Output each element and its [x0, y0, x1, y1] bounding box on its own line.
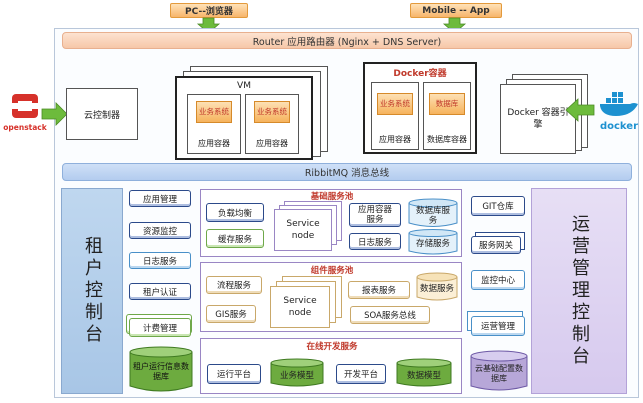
- gis-service[interactable]: GIS服务: [206, 305, 256, 323]
- vm-container-label-a: 应用容器: [198, 138, 230, 148]
- app-container-service[interactable]: 应用容器服务: [349, 203, 401, 227]
- vm-app-container-a: 业务系统 应用容器: [187, 94, 241, 154]
- db-service-label: 数据库服务: [415, 206, 450, 226]
- vm-app-container-b: 业务系统 应用容器: [245, 94, 299, 154]
- run-platform[interactable]: 运行平台: [207, 364, 261, 384]
- tenant-db-cylinder-icon: [129, 346, 193, 392]
- docker-db-box: 数据库: [429, 93, 465, 115]
- storage-cylinder-icon: [408, 229, 458, 255]
- storage-service-label: 存储服务: [415, 238, 450, 249]
- vm-biz-system-a: 业务系统: [196, 101, 232, 123]
- docker-whale-icon: [600, 92, 638, 116]
- dev-platform[interactable]: 开发平台: [336, 364, 386, 384]
- mobile-app-label: Mobile -- App: [410, 3, 502, 18]
- openstack-arrow: [41, 102, 68, 126]
- storage-service[interactable]: 存储服务: [408, 229, 458, 255]
- base-pool-title: 基础服务池: [310, 192, 354, 202]
- ops-console-title: 运营管理控制台: [569, 214, 590, 368]
- service-gateway[interactable]: 服务网关: [471, 236, 521, 254]
- tenant-runtime-db: 租户运行信息数据库: [129, 346, 193, 392]
- data-model[interactable]: 数据模型: [396, 358, 452, 388]
- docker-app-container-label: 应用容器: [379, 134, 411, 144]
- docker-app-container: 业务系统 应用容器: [371, 82, 419, 150]
- log-service[interactable]: 日志服务: [349, 233, 401, 250]
- docker-container-group: Docker容器 业务系统 应用容器 数据库 数据库容器: [363, 62, 477, 154]
- cloud-config-db: 云基础配置数据库: [470, 350, 528, 392]
- data-model-cylinder-icon: [396, 358, 452, 387]
- soa-service-bus[interactable]: SOA服务总线: [350, 306, 430, 324]
- vm-title: VM: [237, 81, 251, 91]
- docker-logo: docker: [596, 92, 642, 132]
- docker-group-title: Docker容器: [393, 68, 447, 79]
- tenant-console-title: 租户控制台: [82, 236, 103, 346]
- component-pool-title: 组件服务池: [310, 266, 354, 276]
- data-model-label: 数据模型: [406, 371, 441, 381]
- load-balancer-service[interactable]: 负载均衡: [206, 203, 264, 222]
- tenant-db-label: 租户运行信息数据库: [133, 362, 189, 381]
- tenant-item-tenant-auth[interactable]: 租户认证: [129, 283, 191, 300]
- openstack-text: openstack: [3, 123, 47, 132]
- cloud-controller: 云控制器: [66, 88, 138, 140]
- ops-console-panel: 运营管理控制台: [531, 188, 627, 394]
- monitor-center[interactable]: 监控中心: [471, 270, 525, 290]
- git-repository[interactable]: GIT仓库: [471, 196, 525, 216]
- cache-service[interactable]: 缓存服务: [206, 229, 264, 248]
- db-service[interactable]: 数据库服务: [408, 198, 458, 228]
- tenant-console-panel: 租户控制台: [61, 188, 123, 394]
- vm-box: VM 业务系统 应用容器 业务系统 应用容器: [175, 76, 313, 160]
- vm-biz-system-b: 业务系统: [254, 101, 290, 123]
- tenant-item-log-service[interactable]: 日志服务: [129, 252, 191, 269]
- cloud-config-db-cylinder-icon: [470, 350, 528, 391]
- docker-biz-system: 业务系统: [377, 93, 413, 115]
- biz-model-cylinder-icon: [270, 358, 324, 387]
- online-dev-title: 在线开发服务: [306, 342, 358, 352]
- component-service-node[interactable]: Service node: [270, 286, 330, 328]
- report-service[interactable]: 报表服务: [348, 281, 410, 299]
- docker-arrow: [565, 98, 595, 122]
- vm-container-label-b: 应用容器: [256, 138, 288, 148]
- biz-model-label: 业务模型: [279, 371, 314, 381]
- tenant-item-billing[interactable]: 计费管理: [129, 318, 191, 337]
- tenant-item-app-mgmt[interactable]: 应用管理: [129, 190, 191, 207]
- flow-service[interactable]: 流程服务: [206, 276, 262, 294]
- pc-browser-label: PC--浏览器: [170, 3, 248, 18]
- biz-model[interactable]: 业务模型: [270, 358, 324, 388]
- docker-text: docker: [599, 121, 639, 132]
- base-service-node[interactable]: Service node: [274, 209, 332, 251]
- data-service-cylinder-icon: [416, 272, 458, 301]
- cloud-config-db-label: 云基础配置数据库: [475, 364, 523, 383]
- tenant-item-resource-monitor[interactable]: 资源监控: [129, 222, 191, 239]
- openstack-icon: [12, 94, 38, 118]
- ops-management[interactable]: 运营管理: [471, 316, 525, 336]
- router-bar: Router 应用路由器 (Nginx + DNS Server): [62, 32, 632, 49]
- db-service-cylinder-icon: [408, 198, 458, 227]
- openstack-logo: openstack: [2, 92, 48, 134]
- data-service[interactable]: 数据服务: [416, 272, 458, 302]
- docker-db-container: 数据库 数据库容器: [423, 82, 471, 150]
- message-bus-bar: RibbitMQ 消息总线: [62, 163, 632, 181]
- docker-db-container-label: 数据库容器: [427, 134, 467, 144]
- data-service-label: 数据服务: [419, 284, 454, 294]
